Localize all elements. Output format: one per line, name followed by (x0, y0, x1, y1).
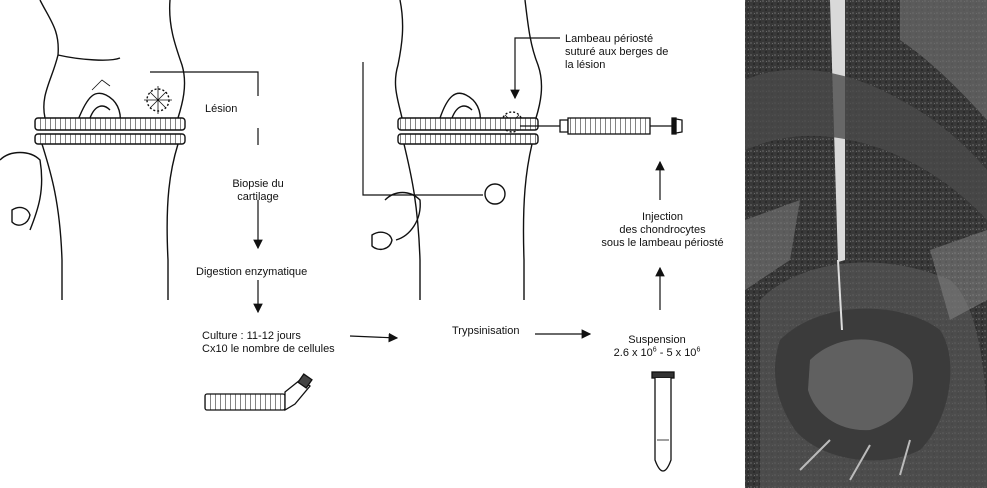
label-biopsie: Biopsie du cartilage (218, 178, 298, 204)
label-trypsinisation: Trypsinisation (452, 325, 519, 338)
label-biopsie-line-1: Biopsie du (218, 178, 298, 191)
label-biopsie-line-2: cartilage (218, 191, 298, 204)
suspension-count-sep: - 5 x 10 (657, 347, 697, 359)
label-injection: Injection des chondrocytes sous le lambe… (580, 211, 745, 250)
label-lesion: Lésion (205, 103, 237, 116)
label-digestion: Digestion enzymatique (196, 266, 307, 279)
suspension-count-b-exp: 6 (696, 346, 700, 353)
label-culture-line-2: Cx10 le nombre de cellules (202, 343, 335, 356)
label-suspension: Suspension 2.6 x 106 - 5 x 106 (592, 334, 722, 360)
label-suspension-count: 2.6 x 106 - 5 x 106 (592, 347, 722, 360)
label-lambeau-line-3: la lésion (565, 59, 668, 72)
label-injection-line-2: des chondrocytes (580, 224, 745, 237)
label-injection-line-1: Injection (580, 211, 745, 224)
test-tube-icon (652, 372, 674, 471)
culture-flask-icon (205, 374, 312, 410)
label-injection-line-3: sous le lambeau périosté (580, 237, 745, 250)
syringe-icon (520, 118, 682, 134)
knee-joint-with-patch-icon (372, 0, 542, 300)
knee-joint-with-lesion-icon (0, 0, 185, 300)
label-lambeau-line-1: Lambeau périosté (565, 33, 668, 46)
label-culture-line-1: Culture : 11-12 jours (202, 330, 335, 343)
suspension-count-a: 2.6 x 10 (614, 347, 653, 359)
label-lambeau: Lambeau périosté suturé aux berges de la… (565, 33, 668, 72)
label-suspension-title: Suspension (592, 334, 722, 347)
surgical-photo (745, 0, 987, 488)
label-lambeau-line-2: suturé aux berges de (565, 46, 668, 59)
label-culture: Culture : 11-12 jours Cx10 le nombre de … (202, 330, 335, 356)
